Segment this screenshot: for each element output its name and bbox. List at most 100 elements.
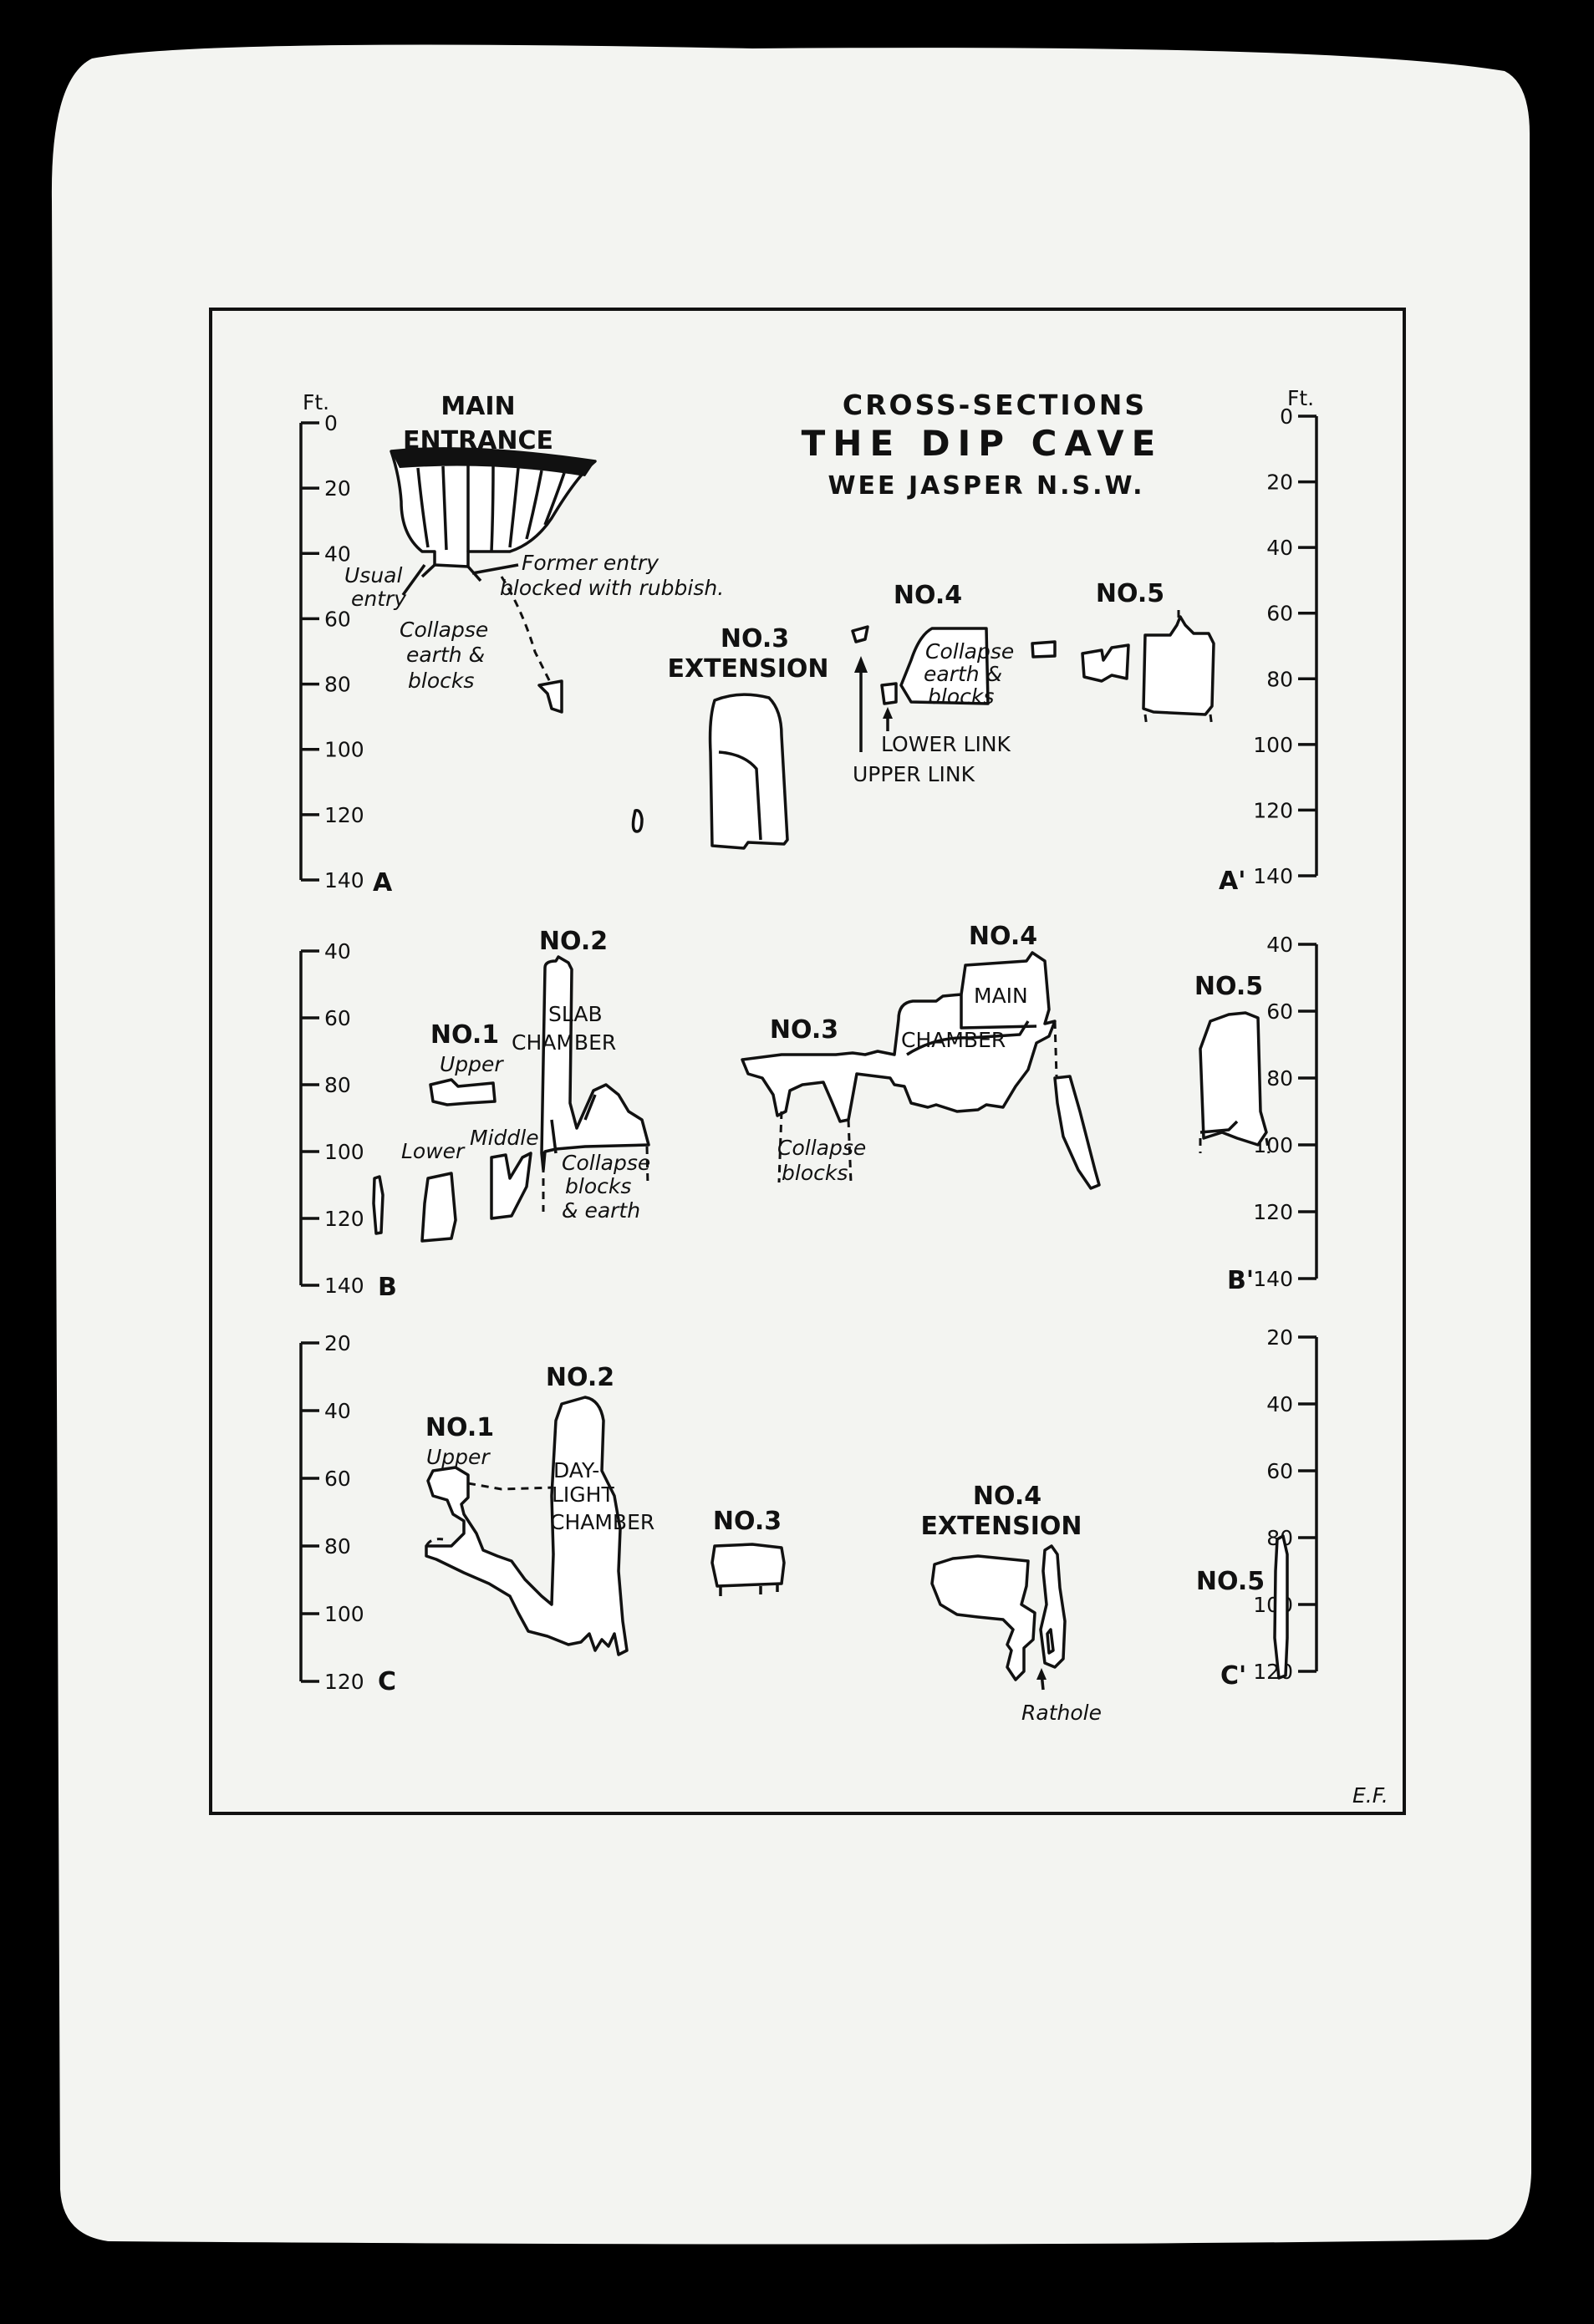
scale-tick-label: 100 [324, 1602, 364, 1626]
no5-a-label: NO.5 [1096, 579, 1164, 608]
scale-tick-label: 140 [324, 868, 364, 892]
usual-entry-label-1: Usual [344, 563, 402, 587]
scale-tick-label: 60 [324, 607, 351, 631]
no3-extension-label-1: NO.3 [721, 624, 789, 653]
scale-tick-label: 120 [1253, 1200, 1293, 1224]
scale-tick-label: 60 [324, 1006, 351, 1030]
slide-card [51, 44, 1531, 2245]
scale-tick-label: 40 [324, 939, 351, 964]
no4-c-label-1: NO.4 [973, 1482, 1041, 1511]
rathole-label: Rathole [1021, 1701, 1102, 1725]
scale-tick-label: 120 [324, 1670, 364, 1694]
no2-collapse-label-3: & earth [562, 1198, 640, 1223]
main-chamber-label-1: MAIN [974, 984, 1028, 1008]
no1-b-upper-label: Upper [440, 1052, 504, 1076]
collapse-label-2: earth & [406, 643, 485, 667]
signature-initials: E.F. [1352, 1783, 1388, 1808]
no3-extension-shape [631, 693, 789, 850]
scale-tick-label: 120 [324, 803, 364, 827]
no3-b-label: NO.3 [770, 1015, 838, 1045]
scale-tick-label: 80 [324, 1073, 351, 1097]
scale-tick-label: 120 [1253, 798, 1293, 822]
diagram-frame [209, 308, 1406, 1815]
scale-tick-label: 100 [324, 738, 364, 762]
no5-a-shape [1081, 610, 1215, 728]
no2-c-label: NO.2 [546, 1363, 614, 1392]
no4-collapse-label-2: earth & [924, 662, 1002, 686]
former-entry-label-1: Former entry [522, 551, 659, 575]
scale-tick-label: 20 [324, 476, 351, 501]
former-entry-label-2: blocked with rubbish. [500, 576, 724, 600]
no4-b-label: NO.4 [969, 922, 1037, 951]
usual-entry-label-2: entry [351, 587, 407, 611]
main-entrance-label-1: MAIN [441, 392, 515, 421]
scale-tick-label: 60 [1266, 999, 1293, 1024]
scale-tick-label: 120 [324, 1207, 364, 1231]
daylight-chamber-label-2: LIGHT [552, 1482, 614, 1507]
no3-extension-label-2: EXTENSION [667, 654, 828, 684]
no3-c-shape [710, 1543, 786, 1596]
collapse-label-3: blocks [408, 669, 474, 693]
scale-tick-label: 80 [1266, 1066, 1293, 1091]
scale-tick-label: 80 [1266, 667, 1293, 691]
section-letter-c: C [378, 1667, 396, 1696]
slab-chamber-label-2: CHAMBER [512, 1030, 616, 1055]
no1-b-shape [372, 1078, 532, 1243]
scale-tick-label: 60 [1266, 602, 1293, 626]
slab-chamber-label-1: SLAB [548, 1002, 603, 1026]
no5-c-label: NO.5 [1196, 1567, 1265, 1596]
scale-tick-label: 20 [1266, 470, 1293, 495]
no4-extension-shape [930, 1544, 1067, 1691]
no2-slab-chamber-shape [540, 955, 650, 1212]
scale-tick-label: 40 [1266, 536, 1293, 560]
no1-b-middle-label: Middle [470, 1126, 539, 1150]
scale-tick-label: 0 [1280, 404, 1293, 429]
unit-label-left: Ft. [303, 390, 329, 414]
scale-tick-label: 140 [1253, 1267, 1293, 1291]
no4-main-chamber-shape [741, 951, 1101, 1190]
no3-collapse-label-2: blocks [782, 1161, 848, 1185]
scale-tick-label: 40 [1266, 1392, 1293, 1416]
scale-tick-label: 140 [324, 1274, 364, 1298]
no2-daylight-chamber-shape [425, 1396, 629, 1656]
collapse-label-1: Collapse [400, 618, 488, 642]
unit-label-right: Ft. [1287, 386, 1314, 410]
main-entrance-label-2: ENTRANCE [403, 426, 553, 455]
title-line-3: WEE JASPER N.S.W. [828, 471, 1144, 501]
scale-tick-label: 80 [324, 1534, 351, 1559]
section-letter-b: B [378, 1273, 397, 1302]
no5-b-label: NO.5 [1194, 972, 1263, 1001]
main-chamber-label-2: CHAMBER [901, 1028, 1006, 1052]
no5-c-shape [1273, 1534, 1289, 1680]
former-entry-arrow [471, 563, 519, 575]
scale-tick-label: 100 [324, 1140, 364, 1164]
scale-tick-label: 20 [1266, 1325, 1293, 1350]
no1-c-label: NO.1 [425, 1413, 494, 1442]
no1-b-label: NO.1 [430, 1020, 499, 1050]
scale-tick-label: 40 [324, 1399, 351, 1423]
no5-b-shape [1199, 1011, 1271, 1154]
title-line-1: CROSS-SECTIONS [843, 389, 1147, 421]
diagram-title: CROSS-SECTIONS THE DIP CAVE WEE JASPER N… [802, 389, 1156, 501]
no2-collapse-label-1: Collapse [562, 1151, 650, 1175]
no1-b-lower-label: Lower [401, 1139, 466, 1163]
section-letter-a: A [373, 868, 393, 898]
no1-c-upper-label: Upper [426, 1445, 491, 1469]
ticks-b-left: 40 60 80 100 120 140 [301, 939, 364, 1298]
no3-collapse-label-1: Collapse [777, 1136, 866, 1160]
daylight-chamber-label-3: CHAMBER [550, 1510, 654, 1534]
no3-c-label: NO.3 [713, 1507, 782, 1536]
usual-entry-arrow [401, 563, 426, 597]
scale-tick-label: 40 [1266, 933, 1293, 957]
scale-tick-label: 60 [324, 1467, 351, 1491]
daylight-chamber-label-1: DAY- [553, 1458, 599, 1482]
scale-tick-label: 140 [1253, 864, 1293, 888]
scale-tick-label: 60 [1266, 1459, 1293, 1483]
